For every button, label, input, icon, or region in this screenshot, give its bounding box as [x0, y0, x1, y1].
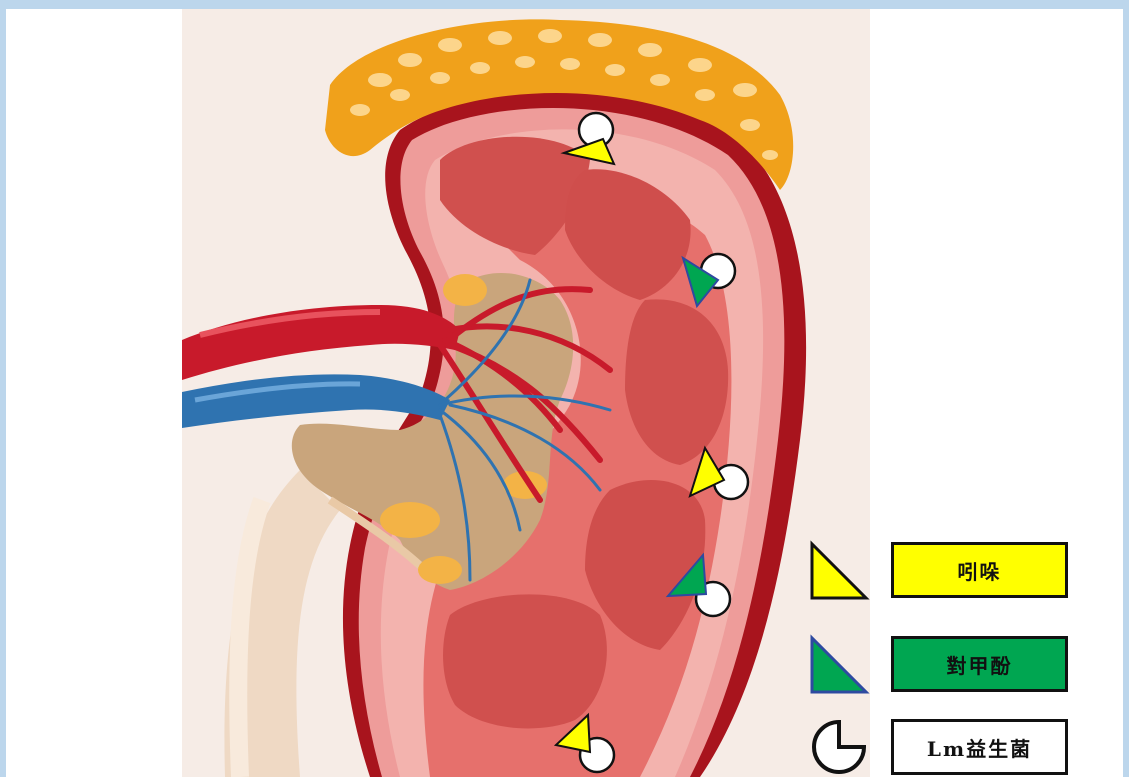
- legend-indole-label: 吲哚: [958, 556, 1002, 585]
- legend-cresol: 對甲酚: [891, 636, 1068, 692]
- legend-cresol-label: 對甲酚: [947, 650, 1013, 679]
- pyramid-5: [443, 594, 607, 728]
- legend-probiotic-label: Lm益生菌: [927, 733, 1032, 762]
- legend-probiotic: Lm益生菌: [891, 719, 1068, 775]
- legend-indole: 吲哚: [891, 542, 1068, 598]
